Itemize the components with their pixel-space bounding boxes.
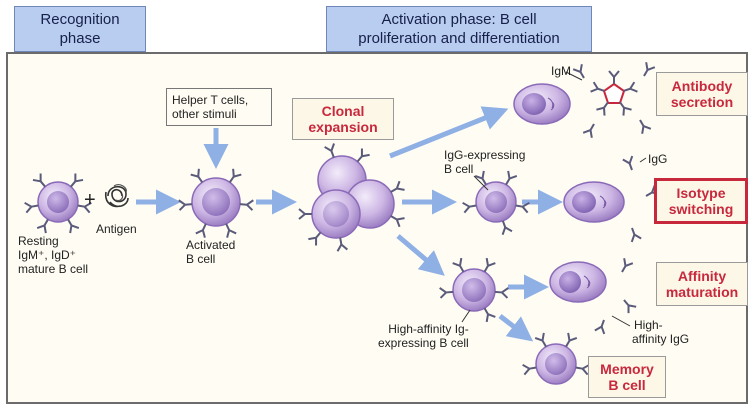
pointer-high-affinity-cell [461, 309, 471, 323]
isotype-switching-box: Isotype switching [654, 178, 748, 224]
memory-b-cell-box: Memory B cell [588, 356, 666, 398]
plasma-cell-igg [563, 181, 625, 223]
plasma-cell-igm [513, 83, 571, 125]
arrow-clonal-to-plasma [389, 106, 509, 159]
igg-expressing-label: IgG-expressing B cell [444, 148, 526, 176]
resting-b-cell [23, 172, 93, 235]
high-affinity-b-cell [438, 257, 510, 323]
secreted-antibodies [565, 61, 656, 139]
clonal-expansion-cells [298, 142, 406, 253]
plasma-cell-high-affinity [549, 261, 607, 303]
memory-b-cell [521, 331, 591, 385]
secreted-igg [621, 155, 661, 243]
antibody-secretion-box: Antibody secretion [656, 72, 748, 116]
affinity-maturation-box: Affinity maturation [656, 262, 748, 306]
secreted-high-affinity-igg [593, 257, 638, 335]
resting-b-cell-label: Resting IgM⁺, IgD⁺ mature B cell [18, 234, 89, 276]
recognition-phase-header: Recognition phase [14, 6, 146, 52]
high-affinity-cell-label: High-affinity Ig- expressing B cell [378, 322, 469, 350]
flow-arrows [136, 106, 563, 342]
igg-expressing-b-cell [461, 169, 531, 236]
clonal-expansion-box: Clonal expansion [292, 98, 394, 140]
high-affinity-igg-label: High- affinity IgG [632, 318, 690, 346]
activation-phase-line-2: proliferation and differentiation [358, 30, 560, 47]
activated-b-cell [177, 167, 255, 239]
antigen-label: Antigen [96, 222, 137, 236]
igm-label: IgM [551, 64, 572, 78]
arrow-clonal-to-high-affinity [396, 234, 445, 276]
plus-sign: + [84, 189, 96, 211]
recognition-phase-line-1: Recognition [40, 11, 120, 28]
activation-phase-header: Activation phase: B cell proliferation a… [326, 6, 592, 52]
igm-pentamer-icon [589, 70, 639, 117]
activated-b-cell-label: Activated B cell [186, 238, 236, 266]
recognition-phase-line-2: phase [59, 30, 101, 47]
igg-label: IgG [648, 152, 668, 166]
antigen-icon [104, 184, 129, 208]
activation-phase-line-1: Activation phase: B cell [381, 11, 537, 28]
pointer-igg-cell [473, 175, 489, 191]
helper-t-cells-box: Helper T cells, other stimuli [166, 88, 272, 126]
arrow-high-affinity-to-memory [498, 314, 534, 342]
